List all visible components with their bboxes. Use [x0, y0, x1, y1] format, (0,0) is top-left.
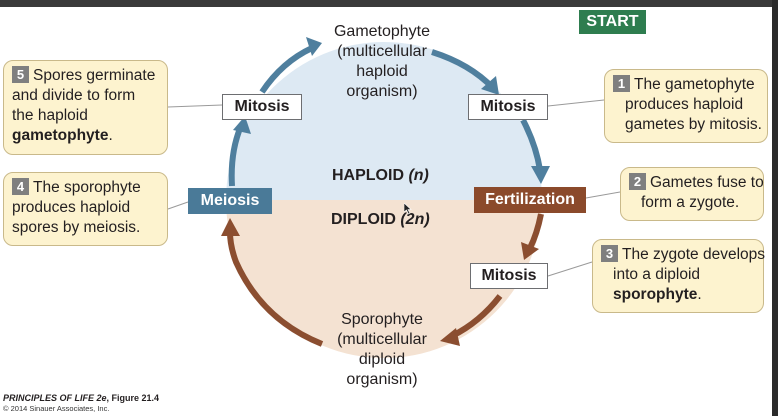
step-5-line-3: the haploid [12, 107, 88, 124]
step-1-line-1: The gametophyte [634, 76, 755, 93]
figure-number: , Figure 21.4 [106, 393, 160, 403]
sporophyte-line-1: Sporophyte [341, 311, 423, 328]
right-edge-bar [772, 0, 778, 416]
step-2-line-2: form a zygote. [641, 194, 740, 211]
book-title: PRINCIPLES OF LIFE 2e [3, 393, 107, 403]
fertilization-box: Fertilization [474, 187, 586, 213]
mitosis-box-top-right: Mitosis [468, 94, 548, 120]
haploid-n: (n) [408, 167, 429, 184]
sporophyte-line-2: (multicellular [337, 331, 427, 348]
step-1-line-2: produces haploid [625, 96, 744, 113]
mitosis-box-bottom-right: Mitosis [470, 263, 548, 289]
haploid-label: HAPLOID (n) [332, 167, 429, 185]
mouse-pointer-icon [404, 203, 412, 215]
arrow-sporophyte-to-meiosis [221, 218, 324, 347]
step-5-end: . [108, 127, 113, 144]
step-4-badge: 4 [12, 178, 29, 195]
callout-leaders [167, 99, 621, 277]
copyright-text: © 2014 Sinauer Associates, Inc. [3, 404, 110, 413]
gametophyte-line-2: (multicellular [337, 43, 427, 60]
step-3-end: . [697, 286, 702, 303]
step-3-line-2: into a diploid [613, 266, 701, 283]
arrow-meiosis-to-mitosis [228, 116, 251, 187]
arrow-mitosis-to-fertilization [520, 118, 550, 184]
step-5-badge: 5 [12, 66, 29, 83]
step-5-bold-term: gametophyte [12, 127, 109, 144]
arrow-mitosis-to-gametophyte [259, 37, 322, 94]
diploid-text: DIPLOID [331, 211, 396, 228]
top-bar [0, 0, 778, 7]
sporophyte-line-3: diploid [358, 351, 406, 368]
step-3-line-1: The zygote develops [622, 246, 766, 263]
diploid-label: DIPLOID (2n) [331, 211, 430, 229]
arrow-mitosis-to-sporophyte [440, 294, 503, 346]
step-1-badge: 1 [613, 75, 630, 92]
step-4-line-2: produces haploid [12, 199, 131, 216]
figure-caption: PRINCIPLES OF LIFE 2e, Figure 21.4 © 201… [3, 393, 159, 413]
step-2-badge: 2 [629, 173, 646, 190]
step-5-line-2: and divide to form [12, 87, 136, 104]
sporophyte-label: Sporophyte (multicellular diploid organi… [312, 310, 452, 390]
diploid-region [226, 200, 542, 358]
arrow-gametophyte-to-mitosis [431, 49, 499, 95]
gametophyte-line-1: Gametophyte [333, 23, 431, 40]
haploid-text: HAPLOID [332, 167, 404, 184]
arrow-fertilization-to-mitosis [521, 213, 544, 260]
gametophyte-line-4: organism) [346, 83, 418, 100]
step-3-badge: 3 [601, 245, 618, 262]
step-2-line-1: Gametes fuse to [650, 174, 764, 191]
caption-title: PRINCIPLES OF LIFE 2e, Figure 21.4 [3, 393, 159, 404]
gametophyte-label: Gametophyte (multicellular haploid organ… [312, 22, 452, 102]
step-4-line-3: spores by meiosis. [12, 219, 141, 236]
start-marker: START [579, 10, 646, 34]
meiosis-box: Meiosis [188, 188, 272, 214]
step-1-line-3: gametes by mitosis. [625, 116, 762, 133]
mitosis-box-top-left: Mitosis [222, 94, 302, 120]
diploid-2n: (2n) [400, 211, 430, 228]
step-4-line-1: The sporophyte [33, 179, 141, 196]
gametophyte-line-3: haploid [356, 63, 408, 80]
haploid-region [226, 42, 542, 200]
step-3-bold-term: sporophyte [613, 286, 698, 303]
sporophyte-line-4: organism) [346, 371, 418, 388]
step-5-line-1: Spores germinate [33, 67, 156, 84]
